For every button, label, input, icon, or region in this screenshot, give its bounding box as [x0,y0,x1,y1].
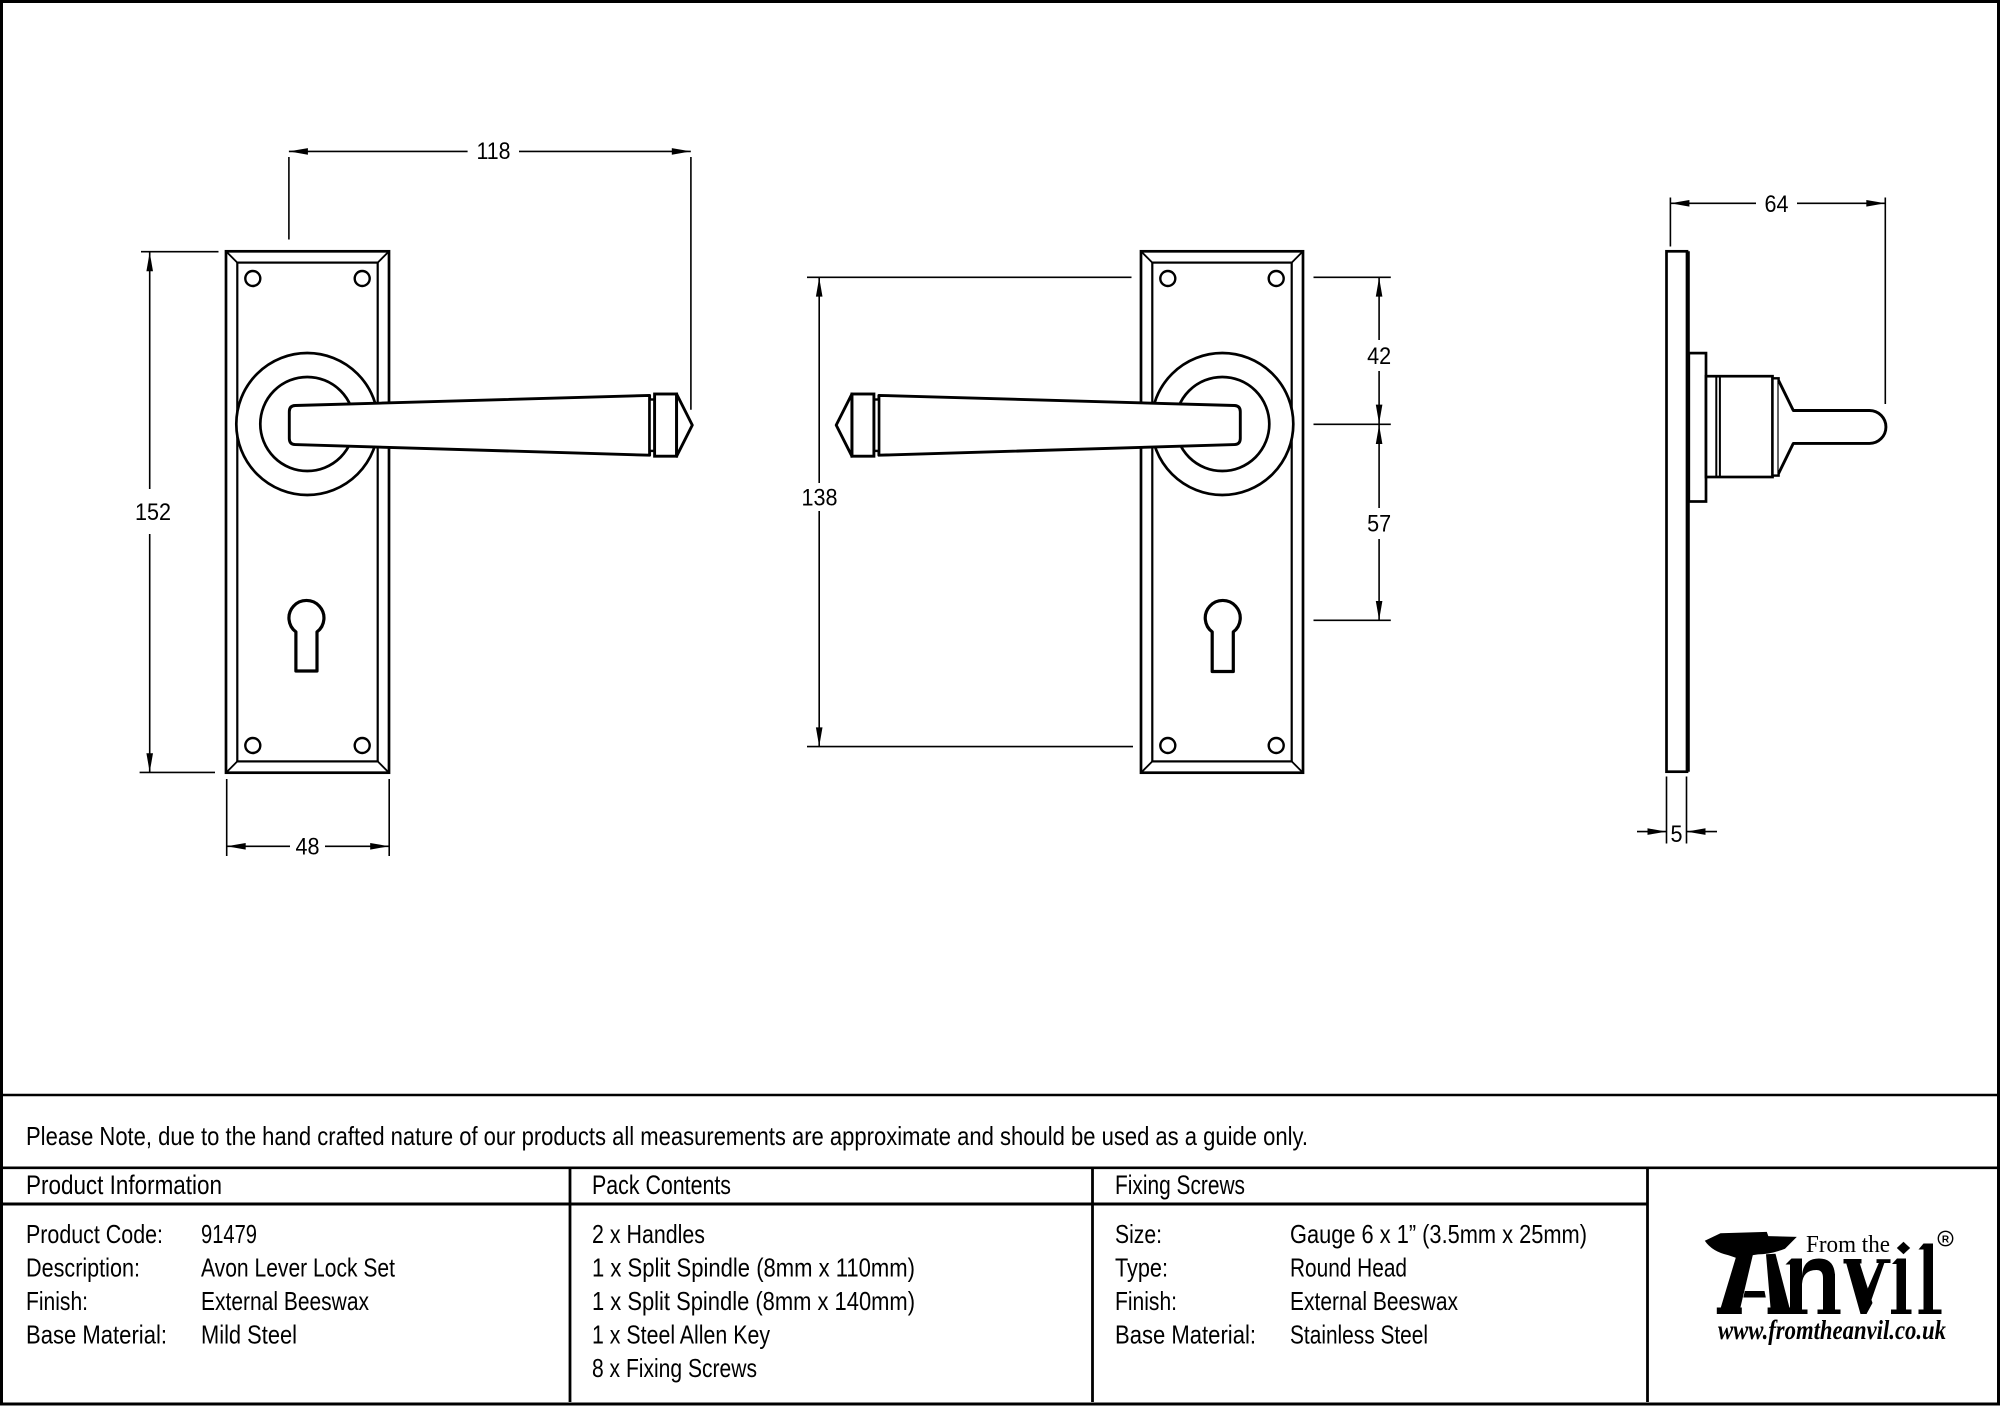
svg-text:8 x Fixing Screws: 8 x Fixing Screws [592,1353,757,1383]
svg-text:Stainless Steel: Stainless Steel [1290,1320,1428,1350]
svg-text:1 x Split Spindle (8mm x 110mm: 1 x Split Spindle (8mm x 110mm) [592,1253,915,1283]
svg-text:Finish:: Finish: [1115,1286,1177,1316]
svg-text:Avon Lever Lock Set: Avon Lever Lock Set [201,1253,396,1283]
svg-text:Product Code:: Product Code: [26,1219,163,1249]
svg-text:152: 152 [135,499,171,526]
svg-text:64: 64 [1765,191,1789,218]
svg-text:Gauge 6 x 1” (3.5mm x 25mm): Gauge 6 x 1” (3.5mm x 25mm) [1290,1219,1587,1249]
svg-text:2 x Handles: 2 x Handles [592,1219,705,1249]
svg-text:Fixing Screws: Fixing Screws [1115,1170,1245,1200]
svg-text:Please Note, due to the hand c: Please Note, due to the hand crafted nat… [26,1121,1308,1151]
svg-text:5: 5 [1671,821,1683,848]
svg-text:Mild Steel: Mild Steel [201,1320,297,1350]
svg-text:42: 42 [1367,343,1391,370]
svg-text:External Beeswax: External Beeswax [201,1286,369,1316]
svg-text:138: 138 [802,485,838,512]
svg-text:Size:: Size: [1115,1219,1162,1249]
svg-text:Base Material:: Base Material: [1115,1320,1256,1350]
svg-text:www.fromtheanvil.co.uk: www.fromtheanvil.co.uk [1718,1315,1946,1345]
svg-text:R: R [1942,1235,1950,1246]
svg-text:91479: 91479 [201,1219,257,1249]
svg-text:Type:: Type: [1115,1253,1168,1283]
svg-text:Product Information: Product Information [26,1170,222,1200]
svg-text:From the: From the [1806,1232,1890,1258]
svg-text:Base Material:: Base Material: [26,1320,167,1350]
svg-text:1 x Steel Allen Key: 1 x Steel Allen Key [592,1320,770,1350]
svg-text:External Beeswax: External Beeswax [1290,1286,1458,1316]
svg-text:Description:: Description: [26,1253,140,1283]
svg-text:Round Head: Round Head [1290,1253,1407,1283]
svg-text:57: 57 [1367,511,1391,538]
svg-text:1 x Split Spindle (8mm x 140mm: 1 x Split Spindle (8mm x 140mm) [592,1286,915,1316]
svg-text:Finish:: Finish: [26,1286,88,1316]
svg-text:Pack Contents: Pack Contents [592,1170,731,1200]
svg-text:118: 118 [477,138,511,165]
svg-text:48: 48 [296,834,320,861]
